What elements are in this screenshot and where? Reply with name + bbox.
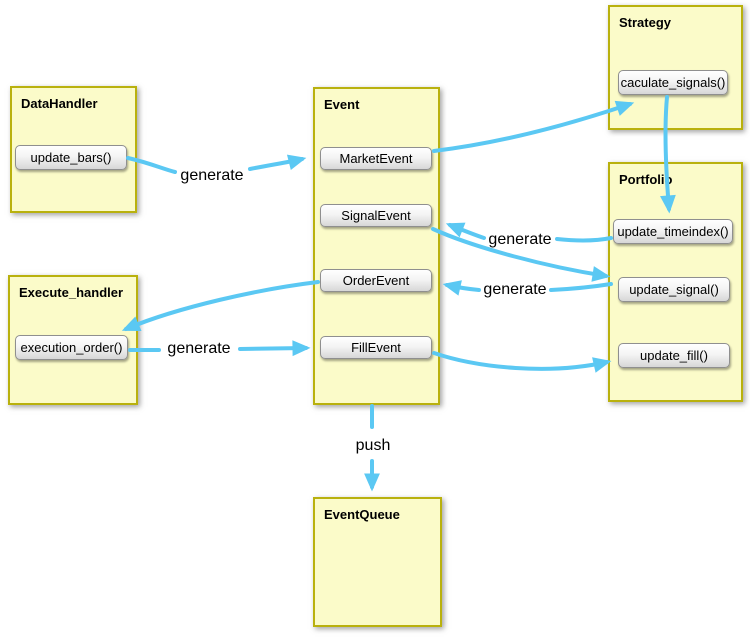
edge-updatetimeindex-label <box>555 236 613 243</box>
node-event-title: Event <box>324 97 360 112</box>
node-event: Event MarketEvent SignalEvent OrderEvent… <box>313 87 440 405</box>
node-datahandler-title: DataHandler <box>21 96 98 111</box>
edge-label-marketevent <box>248 154 307 171</box>
edge-orderevent-executionorder <box>121 280 320 332</box>
node-portfolio-title: Portfolio <box>619 172 673 187</box>
edge-label-push: push <box>355 437 391 454</box>
node-portfolio: Portfolio update_timeindex() update_sign… <box>608 162 743 402</box>
method-fillevent: FillEvent <box>320 336 432 359</box>
node-eventqueue-title: EventQueue <box>324 507 400 522</box>
method-update-bars: update_bars() <box>15 145 127 170</box>
method-signalevent: SignalEvent <box>320 204 432 227</box>
method-update-signal: update_signal() <box>618 277 730 302</box>
edge-marketevent-caculatesignals <box>432 100 635 153</box>
method-update-timeindex: update_timeindex() <box>613 219 733 244</box>
method-orderevent: OrderEvent <box>320 269 432 292</box>
edge-label-generate-4: generate <box>167 340 231 357</box>
method-marketevent: MarketEvent <box>320 147 432 170</box>
edge-label-signalevent <box>445 222 486 240</box>
node-strategy-title: Strategy <box>619 15 672 30</box>
node-datahandler: DataHandler update_bars() <box>10 86 137 213</box>
node-strategy: Strategy caculate_signals() <box>608 5 743 130</box>
node-execute-handler: Execute_handler execution_order() <box>8 275 138 405</box>
method-caculate-signals: caculate_signals() <box>618 70 728 95</box>
method-update-fill: update_fill() <box>618 343 730 368</box>
node-eventqueue: EventQueue <box>313 497 442 627</box>
node-execute-handler-title: Execute_handler <box>19 285 124 300</box>
edge-label-fillevent <box>238 340 311 357</box>
edge-label-generate-3: generate <box>483 281 547 298</box>
edge-label-generate-1: generate <box>180 167 244 184</box>
edge-label-orderevent <box>442 280 481 296</box>
edge-updatesignal-label <box>549 282 613 292</box>
edge-fillevent-updatefill <box>432 351 612 373</box>
edge-label-generate-2: generate <box>488 231 552 248</box>
method-execution-order: execution_order() <box>15 335 128 360</box>
